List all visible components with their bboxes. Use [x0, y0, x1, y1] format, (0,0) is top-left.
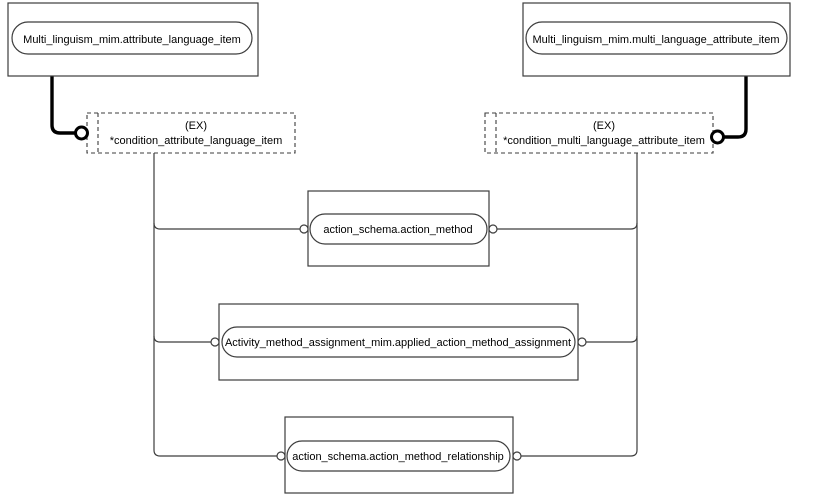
entity-stadium — [525, 21, 788, 55]
right-connector-tree — [497, 153, 638, 457]
entity-label: Multi_linguism_mim.attribute_language_it… — [23, 34, 241, 46]
right-vertical-connector — [521, 153, 638, 457]
entity-stadium — [11, 21, 253, 55]
entity-label: action_schema.action_method — [323, 224, 472, 236]
node-condition-multi-language-attribute-item: (EX) *condition_multi_language_attribute… — [484, 112, 714, 154]
port-circle-left — [210, 337, 220, 347]
entity-stadium — [286, 440, 511, 472]
port-circle-left — [276, 451, 286, 461]
node-action-method-relationship: action_schema.action_method_relationship — [276, 416, 522, 494]
entity-label: action_schema.action_method_relationship — [292, 451, 504, 463]
port-circle-right — [488, 224, 498, 234]
condition-label: *condition_multi_language_attribute_item — [503, 135, 705, 147]
thick-link-attribute-language-item — [50, 76, 75, 135]
condition-dashed-box — [484, 112, 714, 154]
node-action-method: action_schema.action_method — [299, 190, 498, 267]
port-circle-right — [577, 337, 587, 347]
entity-stadium — [309, 213, 488, 245]
left-vertical-connector — [153, 153, 277, 457]
thick-port-circle-left — [74, 125, 89, 141]
condition-label: *condition_attribute_language_item — [110, 135, 282, 147]
left-branch-action-method — [153, 222, 300, 230]
thick-port-circle-right — [710, 129, 725, 145]
port-circle-right — [512, 451, 522, 461]
port-circle-left — [299, 224, 309, 234]
right-branch-applied-assignment — [586, 335, 638, 343]
entity-label: Multi_linguism_mim.multi_language_attrib… — [532, 34, 779, 46]
left-connector-tree — [153, 153, 300, 457]
entity-label: Activity_method_assignment_mim.applied_a… — [225, 337, 571, 349]
node-applied-action-method-assignment: Activity_method_assignment_mim.applied_a… — [210, 303, 587, 381]
node-attribute-language-item: Multi_linguism_mim.attribute_language_it… — [7, 2, 259, 77]
node-multi-language-attribute-item: Multi_linguism_mim.multi_language_attrib… — [522, 2, 791, 77]
entity-stadium — [221, 326, 576, 358]
condition-tag: (EX) — [185, 120, 207, 132]
thick-link-multi-language-attribute-item — [724, 76, 748, 139]
node-condition-attribute-language-item: (EX) *condition_attribute_language_item — [86, 112, 296, 154]
right-branch-action-method — [497, 222, 638, 230]
condition-dashed-box — [86, 112, 296, 154]
left-branch-applied-assignment — [153, 335, 211, 343]
condition-tag: (EX) — [593, 120, 615, 132]
